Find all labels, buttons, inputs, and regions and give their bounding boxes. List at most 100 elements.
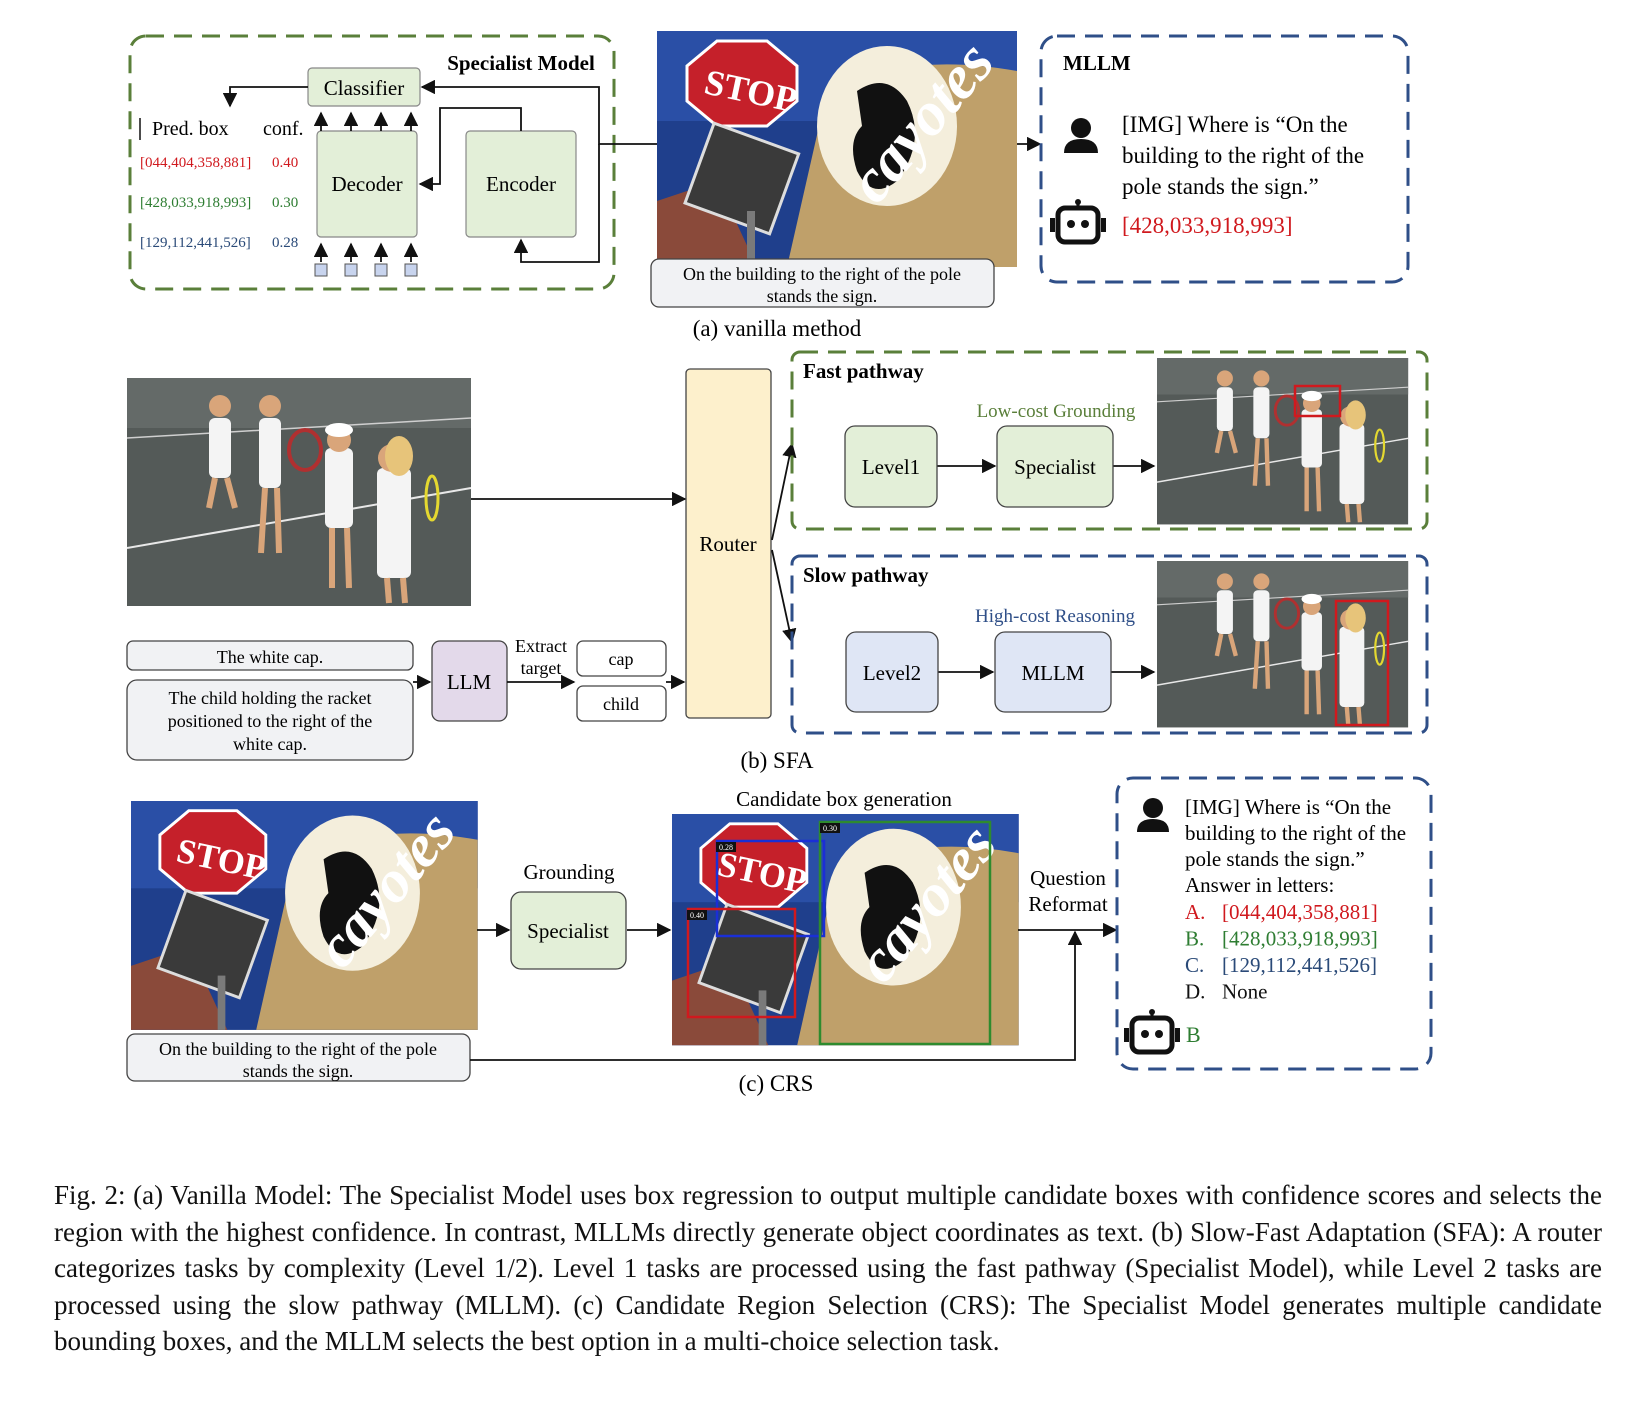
figure-caption: Fig. 2: (a) Vanilla Model: The Specialis…: [54, 1180, 1602, 1356]
text-line: [IMG] Where is “On the: [1122, 112, 1348, 137]
text-line: The child holding the racket: [169, 688, 372, 708]
option-letter: C.: [1185, 953, 1204, 977]
candidate-box-green: [818, 820, 992, 1046]
panel-c-label: (c) CRS: [739, 1071, 814, 1096]
expression-line2: stands the sign.: [767, 286, 878, 306]
decoder-label: Decoder: [331, 172, 402, 196]
crs-robot-icon: [1124, 1009, 1180, 1055]
crs-expression-line1: On the building to the right of the pole: [159, 1039, 437, 1059]
slow-pathway-title: Slow pathway: [803, 563, 929, 587]
pred-box-header: Pred. box: [152, 118, 229, 140]
text-line: Answer in letters:: [1185, 873, 1334, 897]
fast-pathway-frame: [790, 350, 1429, 531]
slow-result-box: [1334, 599, 1390, 727]
target-child: child: [603, 694, 639, 714]
crs-answer: B: [1186, 1022, 1201, 1047]
fast-specialist-box: [996, 425, 1114, 508]
stop-sign-image: [655, 27, 1019, 269]
fast-pathway-subtitle: Low-cost Grounding: [977, 401, 1136, 422]
score-red: 0.40: [690, 911, 704, 920]
fast-result-image: [1157, 358, 1408, 524]
option-text: [044,404,358,881]: [1222, 900, 1378, 924]
reformat-line2: Reformat: [1028, 892, 1107, 916]
text-line: pole stands the sign.”: [1122, 174, 1319, 199]
query-long-box: [126, 679, 414, 761]
router-label: Router: [699, 532, 756, 556]
text-line: positioned to the right of the: [168, 711, 372, 731]
expression-line1: On the building to the right of the pole: [683, 264, 961, 284]
crs-input-image: [129, 796, 480, 1032]
target-child-box: [576, 685, 667, 722]
mllm-answer: [428,033,918,993]: [1122, 213, 1293, 238]
encoder-label: Encoder: [486, 172, 556, 196]
panel-a-label: (a) vanilla method: [693, 316, 862, 341]
query-short-box: [126, 640, 414, 671]
option-text: [129,112,441,526]: [1222, 953, 1377, 977]
query-short: The white cap.: [217, 647, 323, 667]
slow-pathway-frame: [790, 554, 1429, 735]
pred-conf-value: 0.28: [272, 235, 298, 251]
level2-label: Level2: [863, 661, 921, 685]
panel-b-arrows: [413, 442, 1156, 690]
level2-box: [845, 631, 939, 713]
robot-icon: [1050, 199, 1106, 245]
fast-result-box: [1293, 384, 1342, 418]
score-green: 0.30: [823, 824, 837, 833]
reformat-line1: Question: [1030, 866, 1106, 890]
fast-pathway-title: Fast pathway: [803, 359, 924, 383]
decoder-box: [316, 130, 418, 238]
pred-box-value: [129,112,441,526]: [140, 235, 251, 251]
router-box: [685, 368, 772, 719]
crs-expression-box: [126, 1033, 471, 1082]
extract-line2: target: [521, 658, 562, 678]
panel-c: On the building to the right of the pole…: [126, 776, 1433, 1096]
user-icon: [1064, 118, 1098, 153]
panel-a: Specialist Model Classifier Decoder Enco…: [128, 27, 1410, 341]
slow-pathway-subtitle: High-cost Reasoning: [975, 606, 1135, 627]
crs-mllm-frame: [1115, 776, 1433, 1071]
conf-header: conf.: [263, 118, 304, 140]
panel-b: The white cap. The child holding the rac…: [126, 350, 1429, 773]
target-cap-box: [576, 640, 667, 677]
specialist-model-title: Specialist Model: [447, 51, 595, 75]
pred-box-value: [428,033,918,993]: [140, 195, 251, 211]
score-blue: 0.28: [719, 843, 733, 852]
specialist-model-frame: [128, 34, 616, 291]
query-long: The child holding the racket positioned t…: [168, 688, 372, 754]
candidate-box-red: [686, 907, 797, 1019]
crs-user-icon: [1137, 798, 1169, 832]
mllm-frame: [1039, 34, 1410, 284]
text-line: building to the right of the: [1122, 143, 1364, 168]
mllm-title: MLLM: [1063, 51, 1131, 75]
slow-mllm-label: MLLM: [1022, 661, 1085, 685]
text-line: [IMG] Where is “On the: [1185, 795, 1391, 819]
candidate-box-blue: [715, 839, 826, 938]
option-letter: D.: [1185, 980, 1205, 1004]
slow-result-image: [1157, 561, 1408, 727]
crs-specialist-label: Specialist: [527, 919, 609, 943]
extract-line1: Extract: [515, 636, 567, 656]
token-squares: [314, 263, 418, 277]
option-text: None: [1222, 980, 1268, 1004]
option-text: [428,033,918,993]: [1222, 927, 1378, 951]
slow-mllm-box: [994, 631, 1112, 713]
crs-expression-line2: stands the sign.: [243, 1061, 354, 1081]
pred-conf-value: 0.30: [272, 195, 298, 211]
panel-b-label: (b) SFA: [740, 748, 813, 773]
text-line: building to the right of the: [1185, 821, 1406, 845]
crs-options: A. [044,404,358,881] B. [428,033,918,993] C.…: [1185, 900, 1378, 1004]
fast-specialist-label: Specialist: [1014, 455, 1096, 479]
text-line: pole stands the sign.”: [1185, 847, 1365, 871]
tennis-kids-image: [127, 378, 471, 606]
crs-specialist-box: [510, 891, 627, 970]
level1-box: [844, 425, 938, 508]
llm-label: LLM: [447, 670, 492, 694]
text-line: white cap.: [233, 734, 307, 754]
mllm-question: [IMG] Where is “On the building to the ri…: [1122, 112, 1364, 199]
option-letter: A.: [1185, 900, 1205, 924]
expression-box: [650, 258, 995, 308]
prediction-list: [044,404,358,881]0.40[428,033,918,993]0.…: [140, 155, 298, 251]
option-letter: B.: [1185, 927, 1204, 951]
level1-label: Level1: [862, 455, 920, 479]
